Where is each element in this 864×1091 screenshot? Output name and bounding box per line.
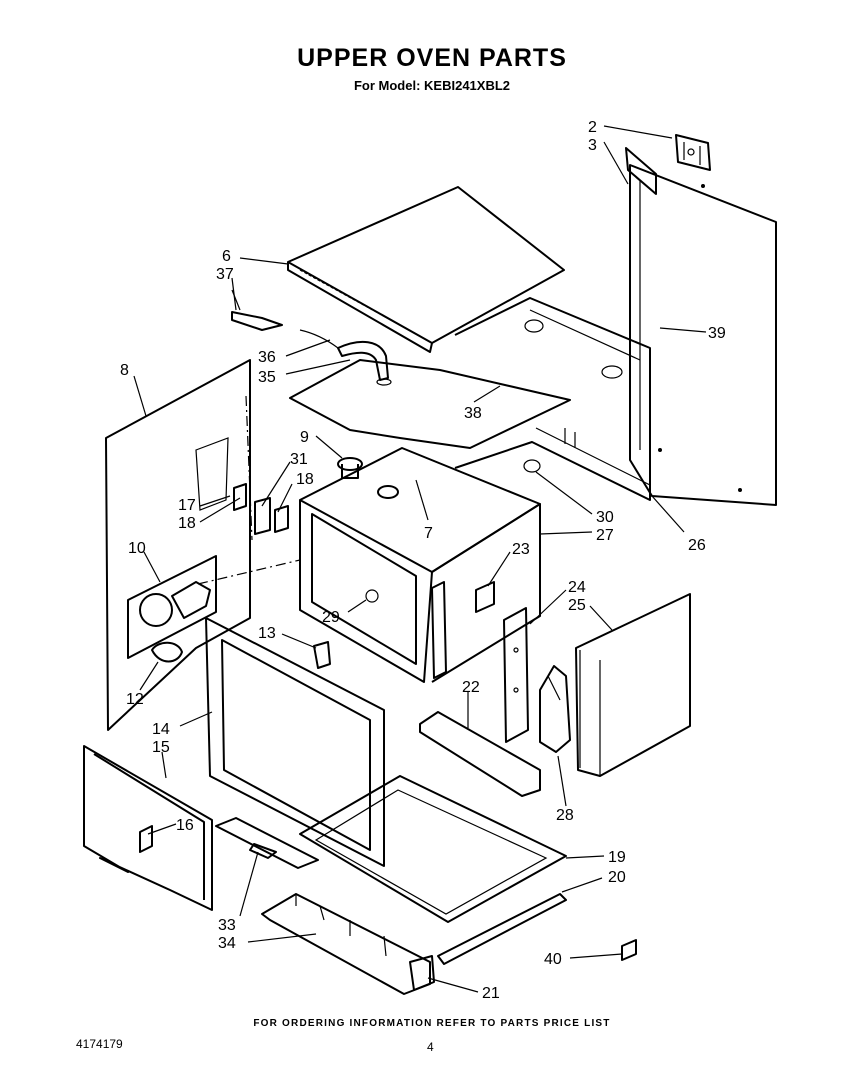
callout-28: 28 [556, 807, 574, 824]
part-38-rear-frame [289, 297, 651, 501]
part-37-sensor [231, 289, 283, 331]
part-33-vent-bar [215, 817, 319, 869]
part-34-housing [261, 893, 435, 995]
callout-38: 38 [464, 405, 482, 422]
callout-10: 10 [128, 540, 146, 557]
callout-3: 3 [588, 137, 597, 154]
part-3-clip [625, 147, 657, 195]
part-24-bracket [503, 607, 529, 743]
part-20-trim-strip [437, 893, 567, 965]
callout-33: 33 [218, 917, 236, 934]
callout-21: 21 [482, 985, 500, 1002]
callout-12: 12 [126, 691, 144, 708]
part-35-36-vent-tube [299, 329, 392, 386]
callout-29: 29 [322, 609, 340, 626]
part-22-lower-rail [419, 711, 541, 797]
callout-24: 24 [568, 579, 586, 596]
callout-19: 19 [608, 849, 626, 866]
callout-13: 13 [258, 625, 276, 642]
callout-17: 17 [178, 497, 196, 514]
callout-23: 23 [512, 541, 530, 558]
part-23-clip [475, 581, 495, 613]
callout-16: 16 [176, 817, 194, 834]
callout-14: 14 [152, 721, 170, 738]
part-8-left-panel [105, 359, 251, 731]
part-12-bulb [151, 641, 183, 663]
callout-26: 26 [688, 537, 706, 554]
part-6-top-cover [287, 186, 565, 353]
part-26-side-panel [629, 164, 777, 506]
callout-37: 37 [216, 266, 234, 283]
part-27-oven-cavity [299, 447, 541, 683]
part-10-light-socket [127, 555, 217, 659]
part-2-bracket [675, 134, 711, 171]
callout-9: 9 [300, 429, 309, 446]
callout-25: 25 [568, 597, 586, 614]
callout-22: 22 [462, 679, 480, 696]
part-19-bottom-panel [299, 775, 567, 923]
callout-36: 36 [258, 349, 276, 366]
part-13-switch [313, 641, 331, 669]
page-number: 4 [427, 1040, 434, 1054]
model-subtitle: For Model: KEBI241XBL2 [353, 78, 511, 93]
part-25-door-panel [575, 593, 691, 777]
callout-31: 31 [290, 451, 308, 468]
callout-34: 34 [218, 935, 236, 952]
callout-15: 15 [152, 739, 170, 756]
callout-6: 6 [222, 248, 231, 265]
callout-35: 35 [258, 369, 276, 386]
callout-30: 30 [596, 509, 614, 526]
callout-8: 8 [120, 362, 129, 379]
callout-39: 39 [708, 325, 726, 342]
page-title: UPPER OVEN PARTS [297, 44, 567, 72]
leader-lines [133, 125, 707, 993]
part-28-hinge [539, 665, 571, 753]
part-15-gasket [83, 745, 213, 911]
callout-20: 20 [608, 869, 626, 886]
part-40-tab [621, 939, 637, 961]
callout-40: 40 [544, 951, 562, 968]
ordering-note: FOR ORDERING INFORMATION REFER TO PARTS … [253, 1018, 611, 1029]
callout-2: 2 [588, 119, 597, 136]
part-16-clip [139, 825, 153, 853]
part-14-front-frame [205, 617, 385, 867]
callout-numbers: 2 3 6 37 39 36 35 8 38 9 31 18 17 18 7 3… [120, 119, 726, 1002]
callout-7: 7 [424, 525, 433, 542]
callout-18-lower: 18 [178, 515, 196, 532]
callout-27: 27 [596, 527, 614, 544]
callout-18-upper: 18 [296, 471, 314, 488]
document-number: 4174179 [76, 1037, 123, 1051]
